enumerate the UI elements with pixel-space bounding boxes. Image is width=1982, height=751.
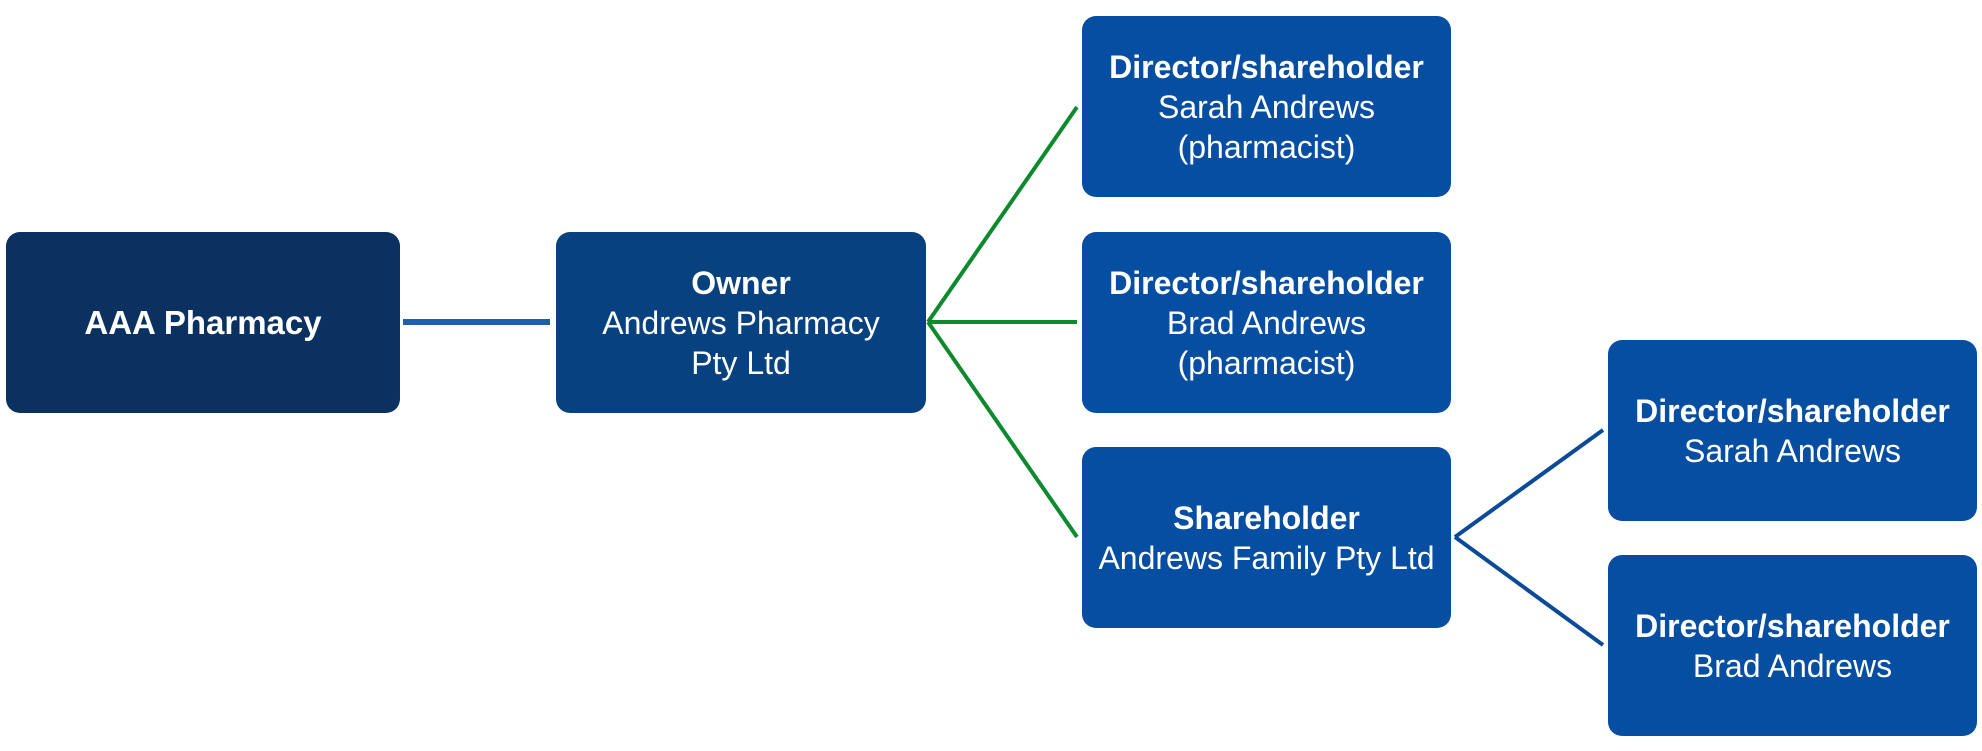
owner-to-shareholder-connector bbox=[926, 320, 1079, 539]
director1-node-name-line2: (pharmacist) bbox=[1177, 128, 1356, 165]
family-director1-node: Director/shareholder Sarah Andrews bbox=[1608, 340, 1977, 521]
family-director2-node: Director/shareholder Brad Andrews bbox=[1608, 555, 1977, 736]
director1-node: Director/shareholder Sarah Andrews (phar… bbox=[1082, 16, 1451, 197]
director2-node-name-line2: (pharmacist) bbox=[1177, 344, 1356, 381]
director2-node-role: Director/shareholder bbox=[1109, 264, 1424, 301]
owner-to-director1-connector bbox=[926, 105, 1079, 324]
family-director2-node-name-line1: Brad Andrews bbox=[1692, 647, 1893, 684]
root-node-aaa-pharmacy: AAA Pharmacy bbox=[6, 232, 400, 413]
director1-node-role: Director/shareholder bbox=[1109, 48, 1424, 85]
shareholder-to-family-director1-connector bbox=[1453, 428, 1605, 539]
family-director1-node-role: Director/shareholder bbox=[1635, 392, 1950, 429]
owner-node-name-line2: Pty Ltd bbox=[691, 344, 791, 381]
director2-node-name-line1: Brad Andrews bbox=[1166, 304, 1367, 341]
shareholder-node: Shareholder Andrews Family Pty Ltd bbox=[1082, 447, 1451, 628]
director1-node-name-line1: Sarah Andrews bbox=[1157, 88, 1375, 125]
owner-node: Owner Andrews Pharmacy Pty Ltd bbox=[556, 232, 926, 413]
family-director1-node-name-line1: Sarah Andrews bbox=[1683, 432, 1901, 469]
shareholder-to-family-director2-connector bbox=[1453, 535, 1605, 647]
shareholder-node-name-line1: Andrews Family Pty Ltd bbox=[1098, 539, 1435, 576]
shareholder-node-role: Shareholder bbox=[1173, 499, 1360, 536]
director2-node: Director/shareholder Brad Andrews (pharm… bbox=[1082, 232, 1451, 413]
root-node-label: AAA Pharmacy bbox=[84, 303, 322, 341]
family-director2-node-role: Director/shareholder bbox=[1635, 607, 1950, 644]
owner-node-name-line1: Andrews Pharmacy bbox=[602, 304, 880, 341]
owner-node-role: Owner bbox=[691, 264, 791, 301]
